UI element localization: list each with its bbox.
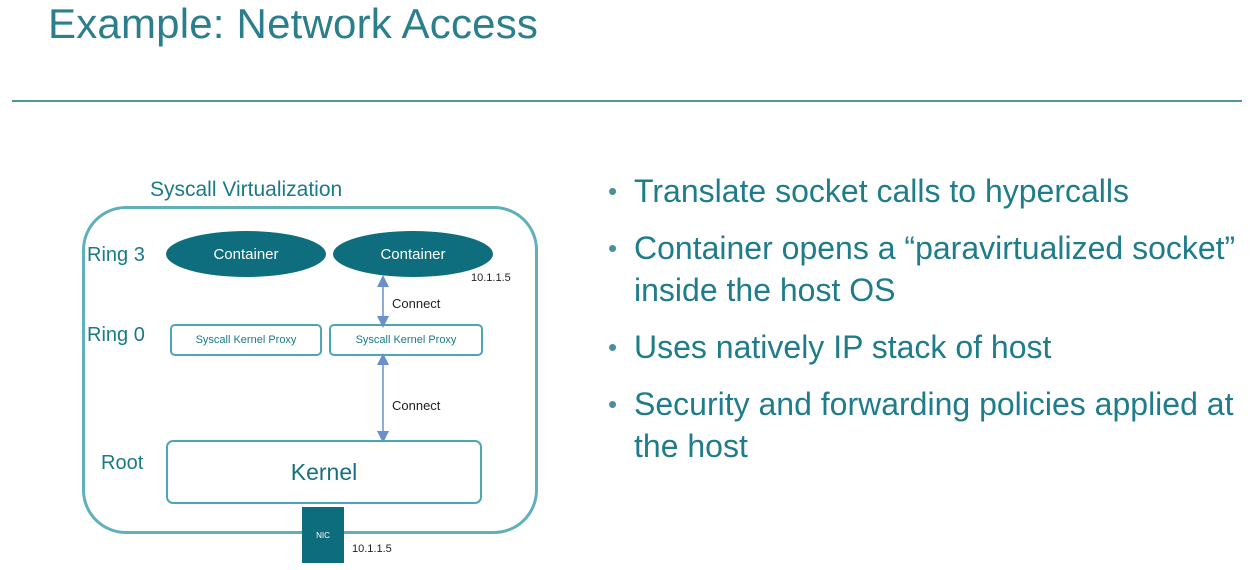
bullet-item: Container opens a “paravirtualized socke… bbox=[608, 227, 1238, 311]
container-node-2: Container bbox=[333, 231, 493, 277]
syscall-proxy-box-2: Syscall Kernel Proxy bbox=[329, 324, 483, 356]
nic-box: NIC bbox=[302, 507, 344, 563]
ring0-label: Ring 0 bbox=[87, 324, 145, 346]
connect-label-upper: Connect bbox=[392, 296, 441, 311]
root-label: Root bbox=[101, 452, 144, 474]
bullet-list: Translate socket calls to hypercalls Con… bbox=[608, 170, 1238, 482]
ring3-label: Ring 3 bbox=[87, 244, 145, 266]
container-ip: 10.1.1.5 bbox=[471, 272, 511, 284]
title-divider bbox=[12, 100, 1242, 102]
diagram-title: Syscall Virtualization bbox=[150, 178, 343, 201]
kernel-box: Kernel bbox=[166, 440, 482, 504]
container-node-1: Container bbox=[166, 231, 326, 277]
syscall-proxy-box-1: Syscall Kernel Proxy bbox=[170, 324, 322, 356]
bullet-item: Security and forwarding policies applied… bbox=[608, 383, 1238, 467]
nic-ip: 10.1.1.5 bbox=[352, 543, 392, 555]
bullet-item: Uses natively IP stack of host bbox=[608, 326, 1238, 368]
slide-title: Example: Network Access bbox=[48, 0, 539, 47]
bullet-item: Translate socket calls to hypercalls bbox=[608, 170, 1238, 212]
connect-label-lower: Connect bbox=[392, 398, 441, 413]
